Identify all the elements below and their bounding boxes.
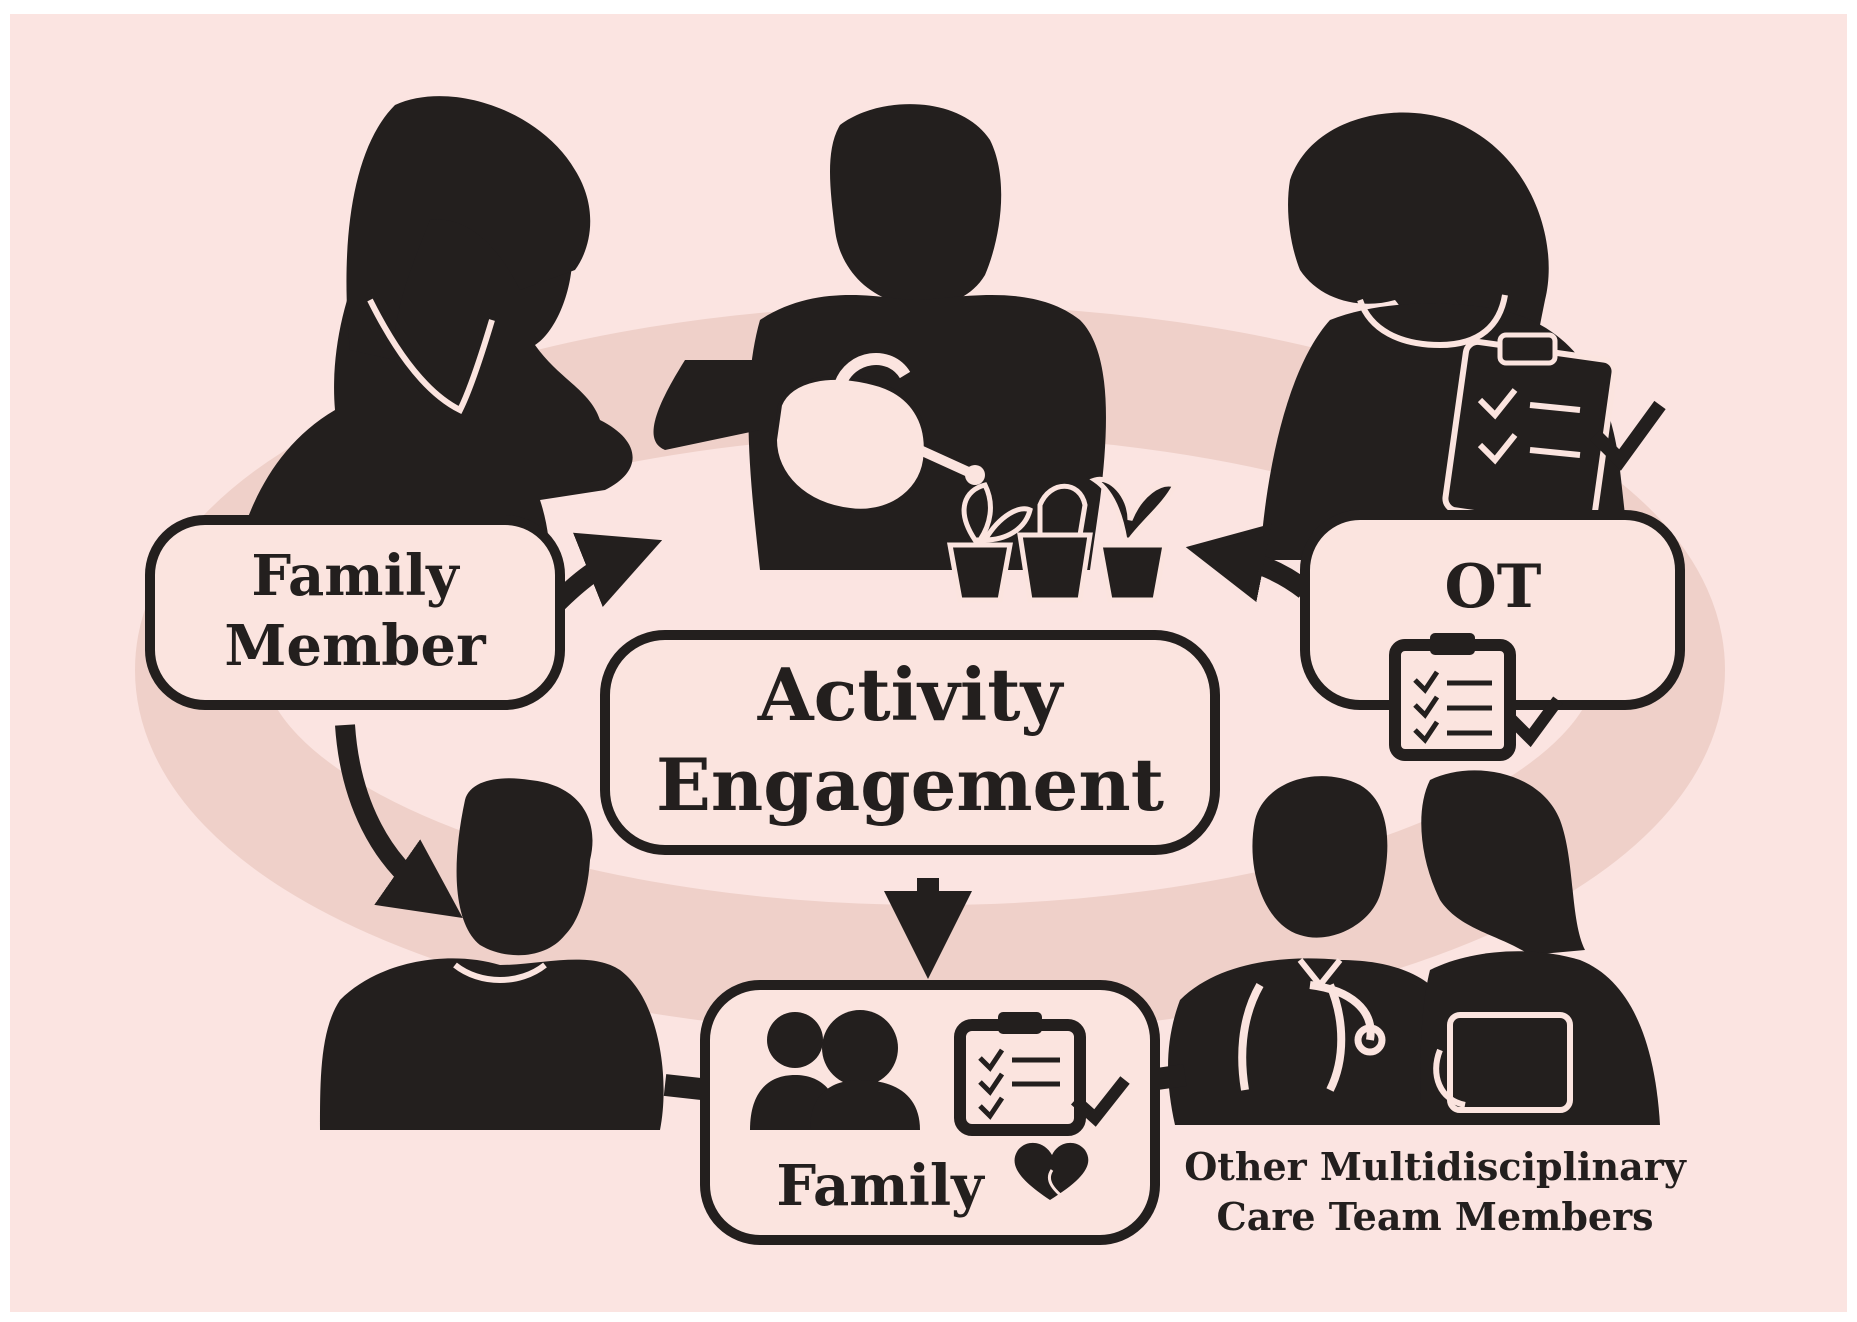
family-member-collar <box>367 298 495 415</box>
care-team-label-line2: Care Team Members <box>1216 1194 1653 1239</box>
plant-pots-icon <box>947 476 1179 603</box>
stethoscope-bell-icon <box>1354 1024 1386 1056</box>
person-silhouette-icon <box>320 778 664 1130</box>
ot-clipboard-check-icon <box>1389 633 1563 761</box>
activity-engagement-label-line1: Activity <box>757 652 1065 737</box>
family-icon <box>750 1010 920 1130</box>
person-collar <box>453 962 547 983</box>
heart-icon <box>1014 1142 1089 1207</box>
activity-engagement-box <box>600 630 1220 855</box>
doctor-collar <box>1297 958 1343 990</box>
family-member-box <box>145 515 565 710</box>
arrow-icon-family-member-down <box>335 724 463 918</box>
care-team-label-line1: Other Multidisciplinary <box>1184 1144 1687 1189</box>
ot-collar <box>1357 294 1508 349</box>
family-member-label-line2: Member <box>224 613 487 679</box>
activity-engagement-label-line2: Engagement <box>656 742 1164 827</box>
family-label: Family <box>776 1153 985 1219</box>
ot-label: OT <box>1445 552 1542 622</box>
family-member-label-line1: Family <box>251 543 460 609</box>
tablet-icon <box>1433 1012 1573 1113</box>
arrow-icon-ot-to-activity <box>1185 523 1312 603</box>
watering-can-icon <box>772 353 985 513</box>
family-clipboard-check-icon <box>954 1012 1130 1136</box>
